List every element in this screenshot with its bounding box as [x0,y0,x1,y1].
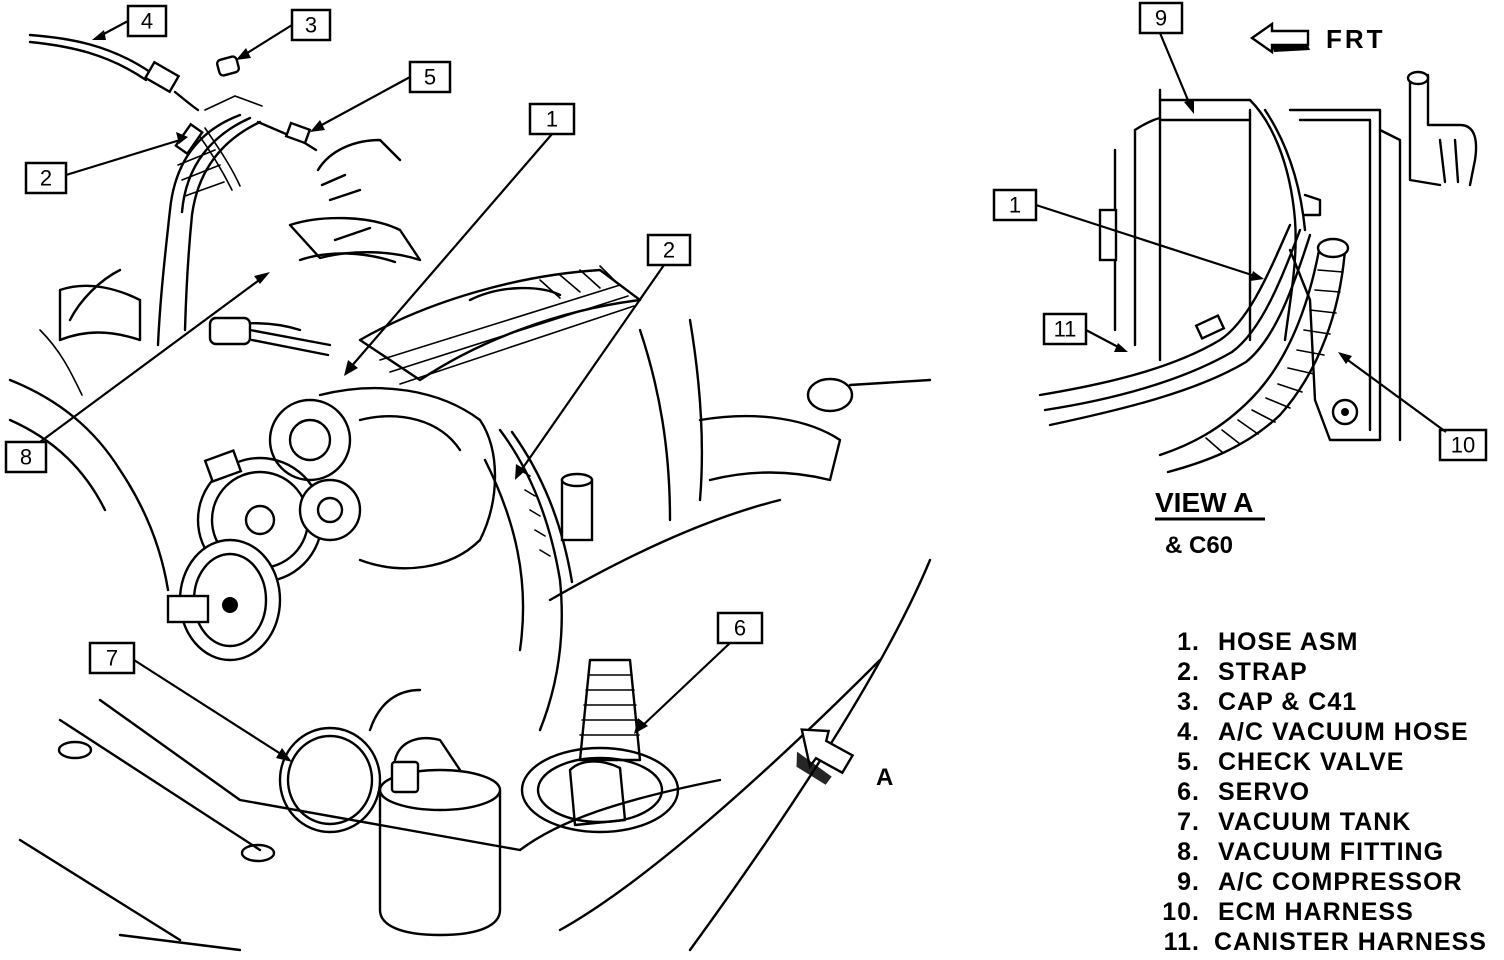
callout-7: 7 [88,641,136,675]
legend-number: 3. [1177,688,1200,716]
view-a-callout-1: 1 [992,188,1038,222]
callout-2-right: 2 [646,233,692,267]
legend-item: 6. SERVO [1177,778,1310,806]
legend-item: 1. HOSE ASM [1177,628,1358,656]
svg-text:6: 6 [734,616,746,641]
legend-label: VACUUM TANK [1218,808,1411,836]
engine-illustration [8,33,932,952]
view-a-arrow [796,728,855,785]
legend-number: 11. [1164,928,1200,956]
view-a-detail [1038,70,1478,474]
svg-text:2: 2 [663,238,675,263]
view-a-callout-11: 11 [1042,312,1088,346]
legend-number: 5. [1177,748,1200,776]
legend-label: SERVO [1218,778,1310,806]
legend-number: 7. [1177,808,1200,836]
svg-text:2: 2 [40,166,52,191]
callout-4: 4 [126,4,168,38]
legend-number: 1. [1177,628,1200,656]
legend-number: 10. [1162,898,1200,926]
legend-label: ECM HARNESS [1218,898,1414,926]
arrow-a-label: A [876,764,893,791]
legend-number: 8. [1177,838,1200,866]
front-label: FRT [1326,24,1386,54]
legend-label: A/C COMPRESSOR [1218,868,1463,896]
svg-text:1: 1 [546,107,558,132]
legend-item: 11. CANISTER HARNESS [1164,928,1487,956]
legend-label: A/C VACUUM HOSE [1218,718,1469,746]
legend-item: 3. CAP & C41 [1177,688,1357,716]
callout-8: 8 [4,440,48,474]
legend-number: 6. [1177,778,1200,806]
callout-5: 5 [408,60,452,94]
legend-number: 2. [1177,658,1200,686]
svg-text:5: 5 [424,65,436,90]
svg-text:1: 1 [1009,193,1021,218]
legend-item: 8. VACUUM FITTING [1177,838,1444,866]
view-a-title: VIEW A [1155,487,1254,518]
svg-text:3: 3 [305,13,317,38]
legend-item: 7. VACUUM TANK [1177,808,1411,836]
legend-label: CANISTER HARNESS [1214,928,1487,956]
callout-3: 3 [290,8,332,42]
view-a-callout-9: 9 [1138,1,1184,35]
svg-text:7: 7 [106,646,118,671]
legend-label: VACUUM FITTING [1218,838,1444,866]
legend-label: CHECK VALVE [1218,748,1404,776]
svg-text:10: 10 [1451,433,1475,458]
legend-number: 4. [1177,718,1200,746]
legend-number: 9. [1177,868,1200,896]
svg-text:8: 8 [20,445,32,470]
front-arrow [1249,21,1310,55]
legend-item: 4. A/C VACUUM HOSE [1177,718,1469,746]
svg-text:9: 9 [1155,6,1167,31]
svg-text:4: 4 [141,9,153,34]
legend-item: 9. A/C COMPRESSOR [1177,868,1463,896]
legend-label: HOSE ASM [1218,628,1358,656]
legend-label: CAP & C41 [1218,688,1357,716]
legend-item: 2. STRAP [1177,658,1308,686]
callout-1: 1 [528,102,576,136]
callout-2-left: 2 [24,161,68,195]
legend-label: STRAP [1218,658,1308,686]
legend-item: 10. ECM HARNESS [1162,898,1414,926]
legend-item: 5. CHECK VALVE [1177,748,1404,776]
callout-6: 6 [716,611,764,645]
view-a-callout-10: 10 [1438,428,1488,462]
svg-text:11: 11 [1054,317,1077,342]
view-a-subtitle: & C60 [1165,532,1233,559]
legend: 1. HOSE ASM 2. STRAP 3. CAP & C41 4. A/C… [1162,628,1487,956]
